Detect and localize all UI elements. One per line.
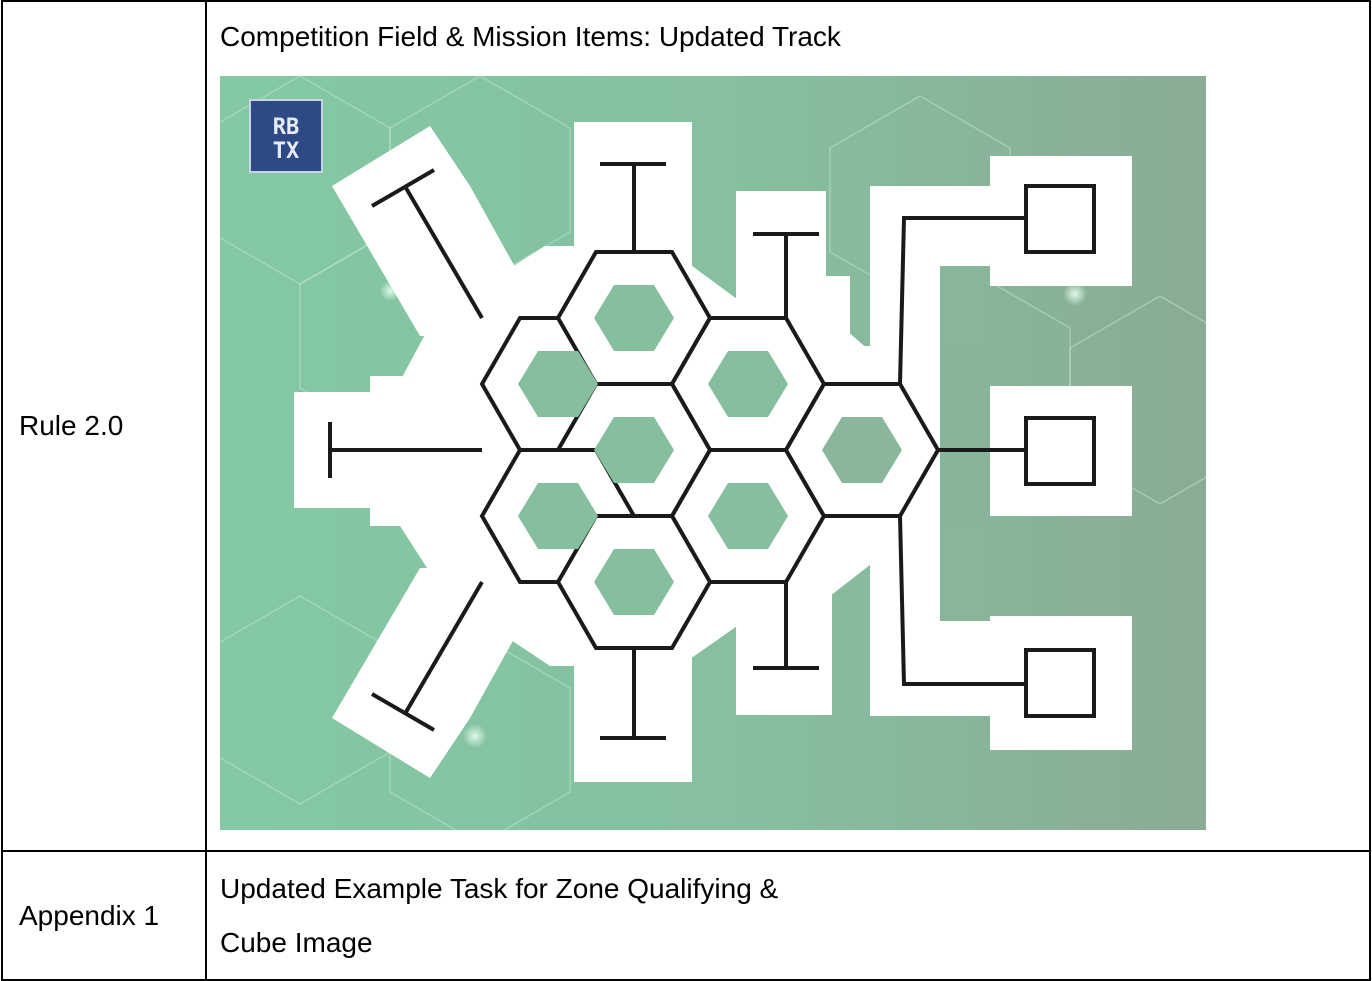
appendix-line-1: Updated Example Task for Zone Qualifying… — [220, 873, 779, 904]
table-border-right — [1369, 0, 1371, 981]
parking-box-middle — [1024, 416, 1096, 486]
competition-field-image: RB TX — [209, 75, 1251, 845]
table-border-bottom — [1, 979, 1371, 981]
table-border-top — [1, 0, 1371, 2]
row-label-appendix: Appendix 1 — [19, 900, 160, 931]
parking-box-top — [1024, 184, 1096, 254]
table-column-divider — [205, 0, 207, 981]
track-cutouts — [940, 254, 990, 621]
parking-boxes — [1024, 184, 1096, 718]
glow-dot — [1063, 282, 1087, 306]
glow-dot — [463, 724, 487, 748]
svg-text:RB: RB — [273, 115, 300, 140]
appendix-line-2: Cube Image — [220, 927, 373, 958]
track-lines — [328, 162, 1026, 740]
svg-text:TX: TX — [273, 139, 300, 164]
parking-box-bottom — [1024, 648, 1096, 718]
table-border-left — [1, 0, 3, 981]
table-row-divider — [1, 850, 1371, 852]
competition-field-diagram: RB TX — [209, 75, 1251, 845]
row-label-rule: Rule 2.0 — [19, 410, 124, 441]
hex-cell-centers — [518, 285, 902, 615]
field-heading: Competition Field & Mission Items: Updat… — [220, 21, 841, 52]
rbtx-logo: RB TX — [249, 99, 323, 173]
